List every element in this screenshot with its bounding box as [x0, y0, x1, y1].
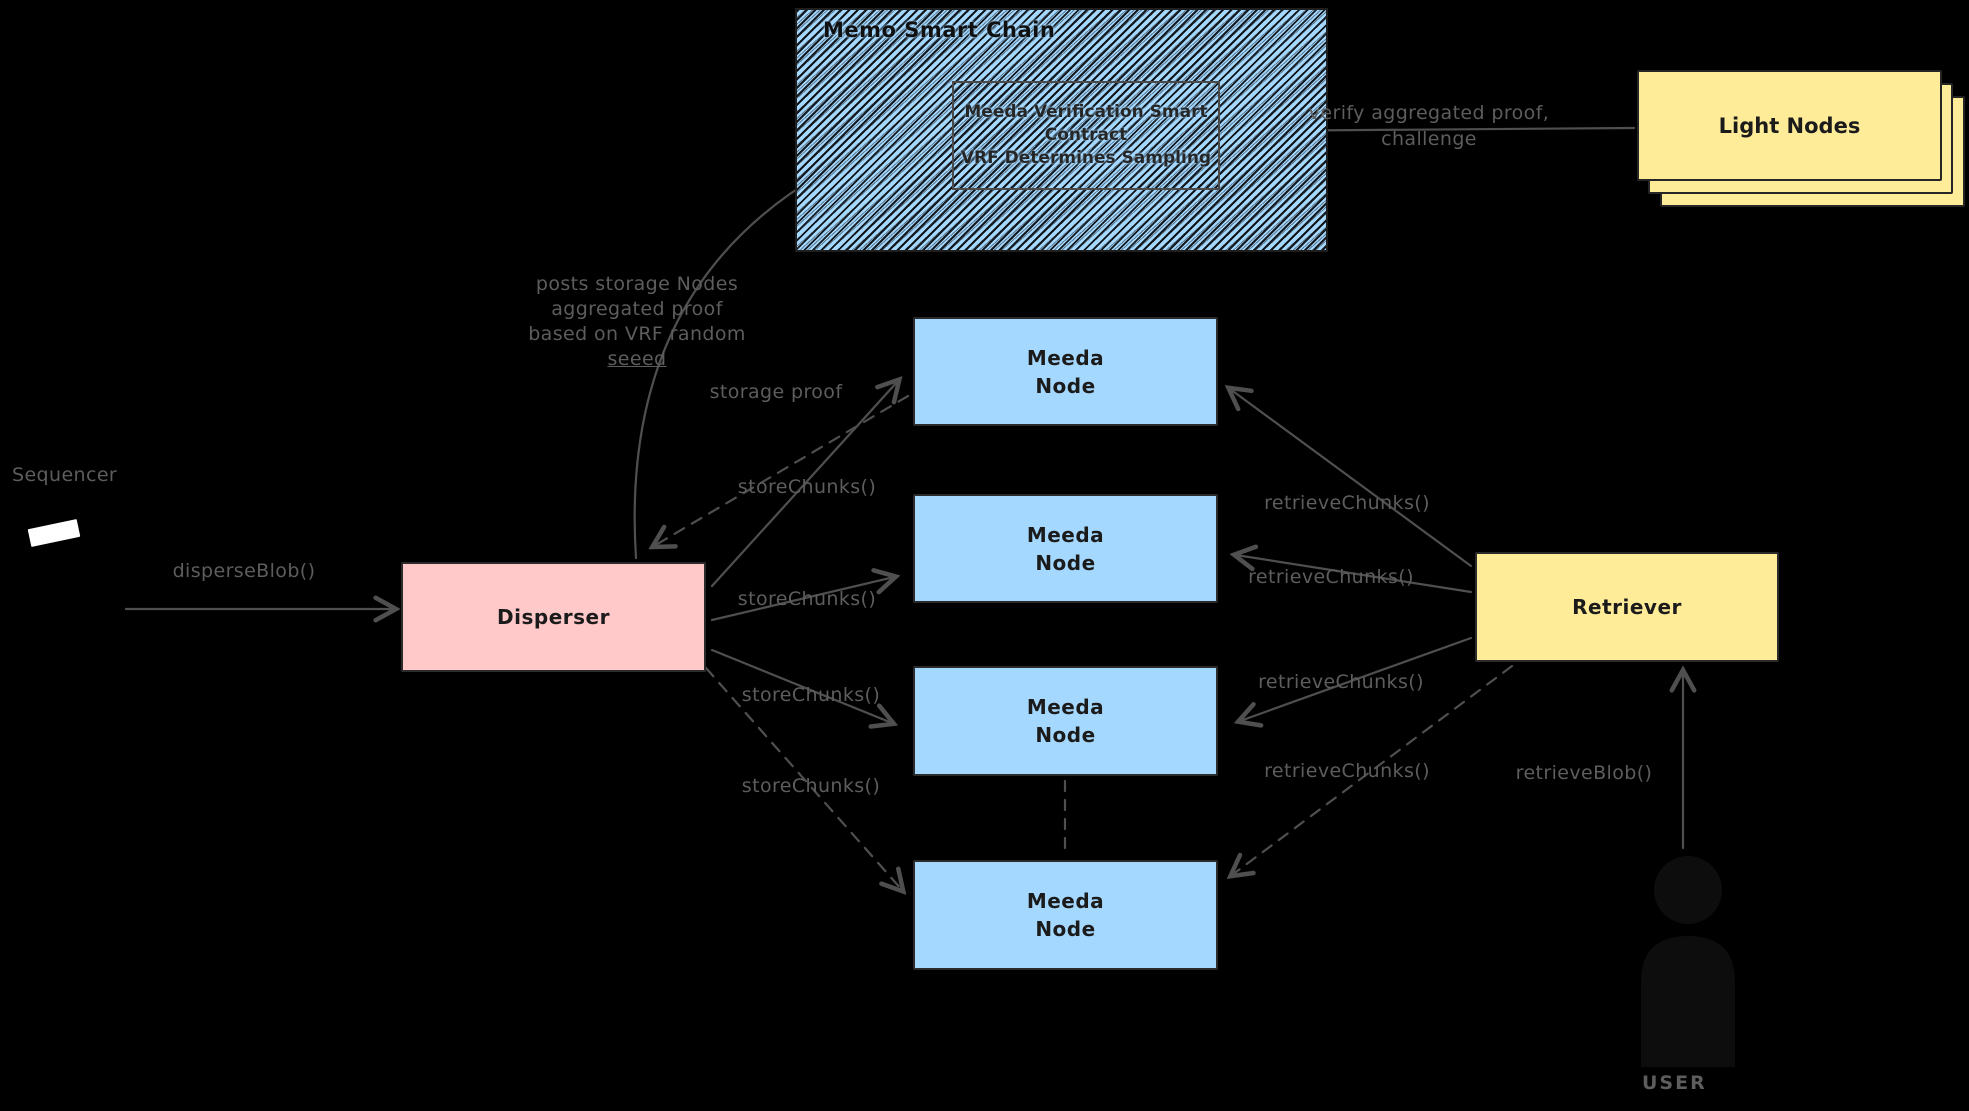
- sequencer-label: Sequencer: [12, 464, 118, 486]
- store-chunks-label-2: storeChunks(): [737, 588, 877, 610]
- storage-proof-label: storage proof: [709, 381, 843, 403]
- disperse-blob-label: disperseBlob(): [172, 560, 316, 582]
- retrieve-chunks-label-3: retrieveChunks(): [1258, 671, 1424, 693]
- verify-proof-label: verify aggregated proof, challenge: [1308, 102, 1550, 150]
- store-chunks-label-4: storeChunks(): [741, 775, 881, 797]
- memo-smart-chain-box: Memo Smart Chain Meeda Verification Smar…: [795, 8, 1328, 252]
- sequencer-icon: [27, 518, 81, 548]
- light-nodes-box: Light Nodes: [1637, 70, 1942, 181]
- retriever-label: Retriever: [1572, 595, 1682, 619]
- retrieve-blob-label: retrieveBlob(): [1515, 762, 1653, 784]
- contract-line: Contract: [1044, 125, 1128, 145]
- contract-line: VRF Determines Sampling: [960, 148, 1212, 168]
- memo-smart-chain-title: Memo Smart Chain: [823, 18, 1056, 42]
- store-chunks-label-1: storeChunks(): [737, 476, 877, 498]
- user-icon: [1641, 856, 1735, 1067]
- user-label: USER: [1642, 1072, 1707, 1094]
- retriever-box: Retriever: [1475, 552, 1779, 662]
- store-chunks-label-3: storeChunks(): [741, 684, 881, 706]
- posts-proof-label: posts storage Nodes aggregated proof bas…: [528, 273, 746, 370]
- light-nodes-label: Light Nodes: [1718, 113, 1861, 138]
- verification-contract-box: Meeda Verification Smart Contract VRF De…: [952, 81, 1220, 190]
- edge-retrieve-chunks-1: [1230, 389, 1473, 568]
- contract-line: Meeda Verification Smart: [964, 102, 1208, 122]
- retrieve-chunks-label-2: retrieveChunks(): [1248, 566, 1414, 588]
- edge-storage-proof: [654, 394, 910, 546]
- disperser-box: Disperser: [401, 562, 706, 672]
- disperser-label: Disperser: [497, 605, 610, 629]
- retrieve-chunks-label-1: retrieveChunks(): [1264, 492, 1430, 514]
- retrieve-chunks-label-4: retrieveChunks(): [1264, 760, 1430, 782]
